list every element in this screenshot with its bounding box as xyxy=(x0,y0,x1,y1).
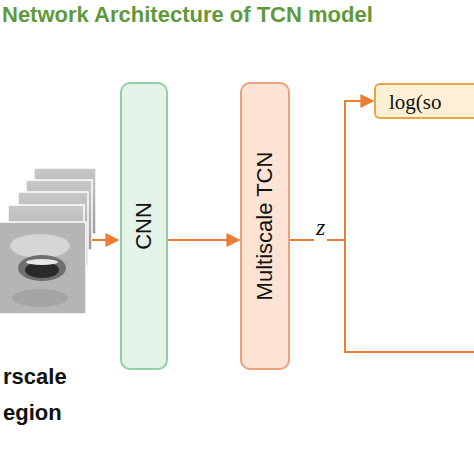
figure-title: Network Architecture of TCN model xyxy=(2,2,373,28)
node-label: Multiscale TCN xyxy=(252,152,278,301)
mouth-frames xyxy=(0,168,96,314)
process-box: CNN xyxy=(120,82,168,370)
input-caption: rscale xyxy=(3,364,67,390)
input-arrow xyxy=(92,239,118,241)
node-label: log(so xyxy=(376,85,474,115)
flow-arrow xyxy=(290,101,373,240)
output-box: log(so xyxy=(374,83,474,119)
input-caption: egion xyxy=(3,400,62,426)
variable-label: z xyxy=(314,214,327,241)
process-box: Multiscale TCN xyxy=(240,82,290,370)
node-label: CNN xyxy=(131,202,157,250)
flow-arrow xyxy=(168,239,239,241)
branch-line xyxy=(345,240,474,352)
